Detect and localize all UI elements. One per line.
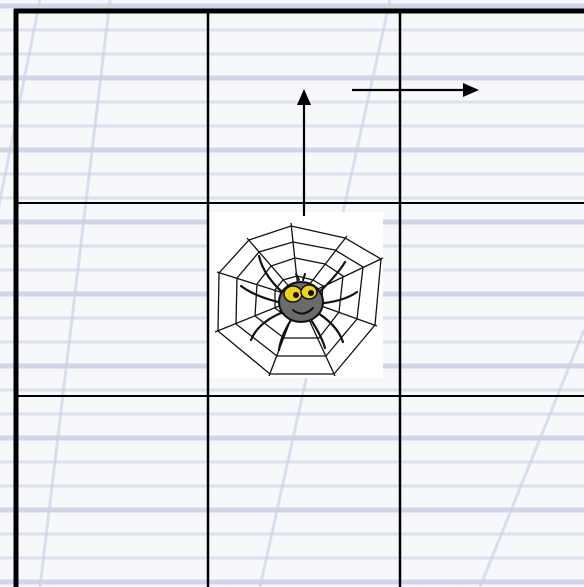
spider-cell [209, 212, 383, 378]
